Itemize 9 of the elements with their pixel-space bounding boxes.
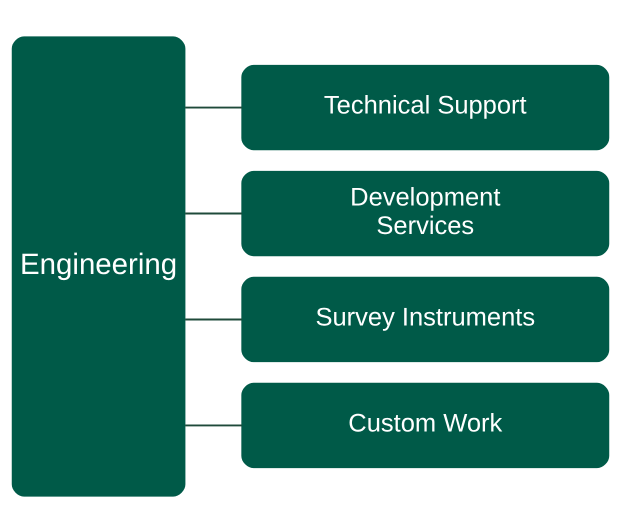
node-box: Survey Instruments bbox=[241, 276, 610, 362]
connector bbox=[185, 106, 242, 108]
node-box: Technical Support bbox=[241, 64, 610, 150]
node-box: Engineering bbox=[12, 36, 186, 496]
connector bbox=[185, 318, 242, 320]
node-box: Development Services bbox=[241, 170, 610, 256]
node-box: Custom Work bbox=[241, 382, 610, 468]
connector bbox=[185, 424, 242, 426]
connector bbox=[185, 212, 242, 214]
